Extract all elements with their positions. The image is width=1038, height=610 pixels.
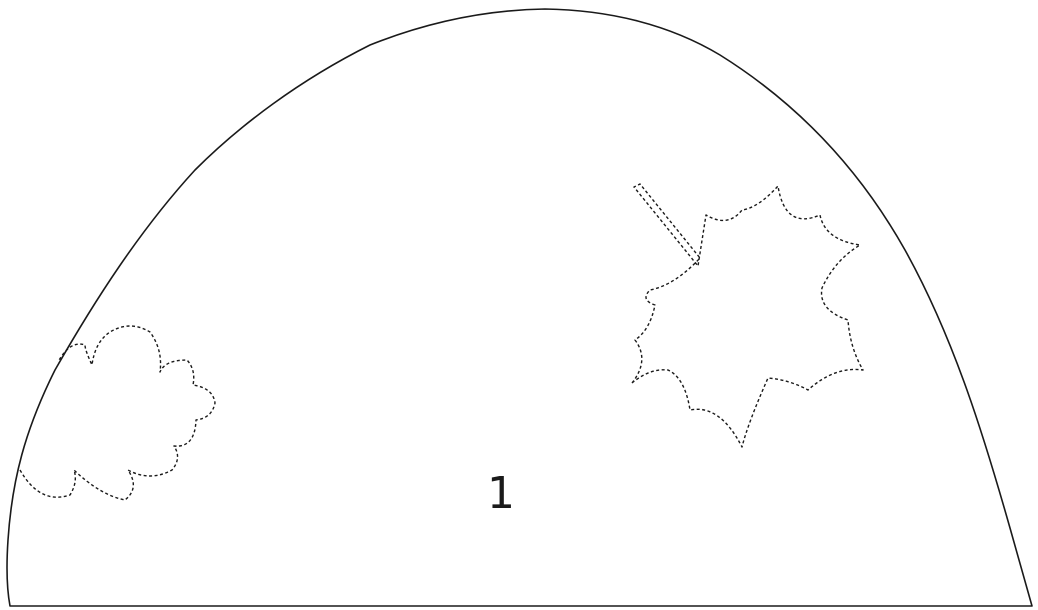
leaf-cutout-dashed bbox=[632, 184, 863, 447]
cloud-cutout-dashed bbox=[20, 326, 215, 500]
dome-outline bbox=[7, 9, 1032, 606]
region-number: 1 bbox=[487, 472, 515, 516]
